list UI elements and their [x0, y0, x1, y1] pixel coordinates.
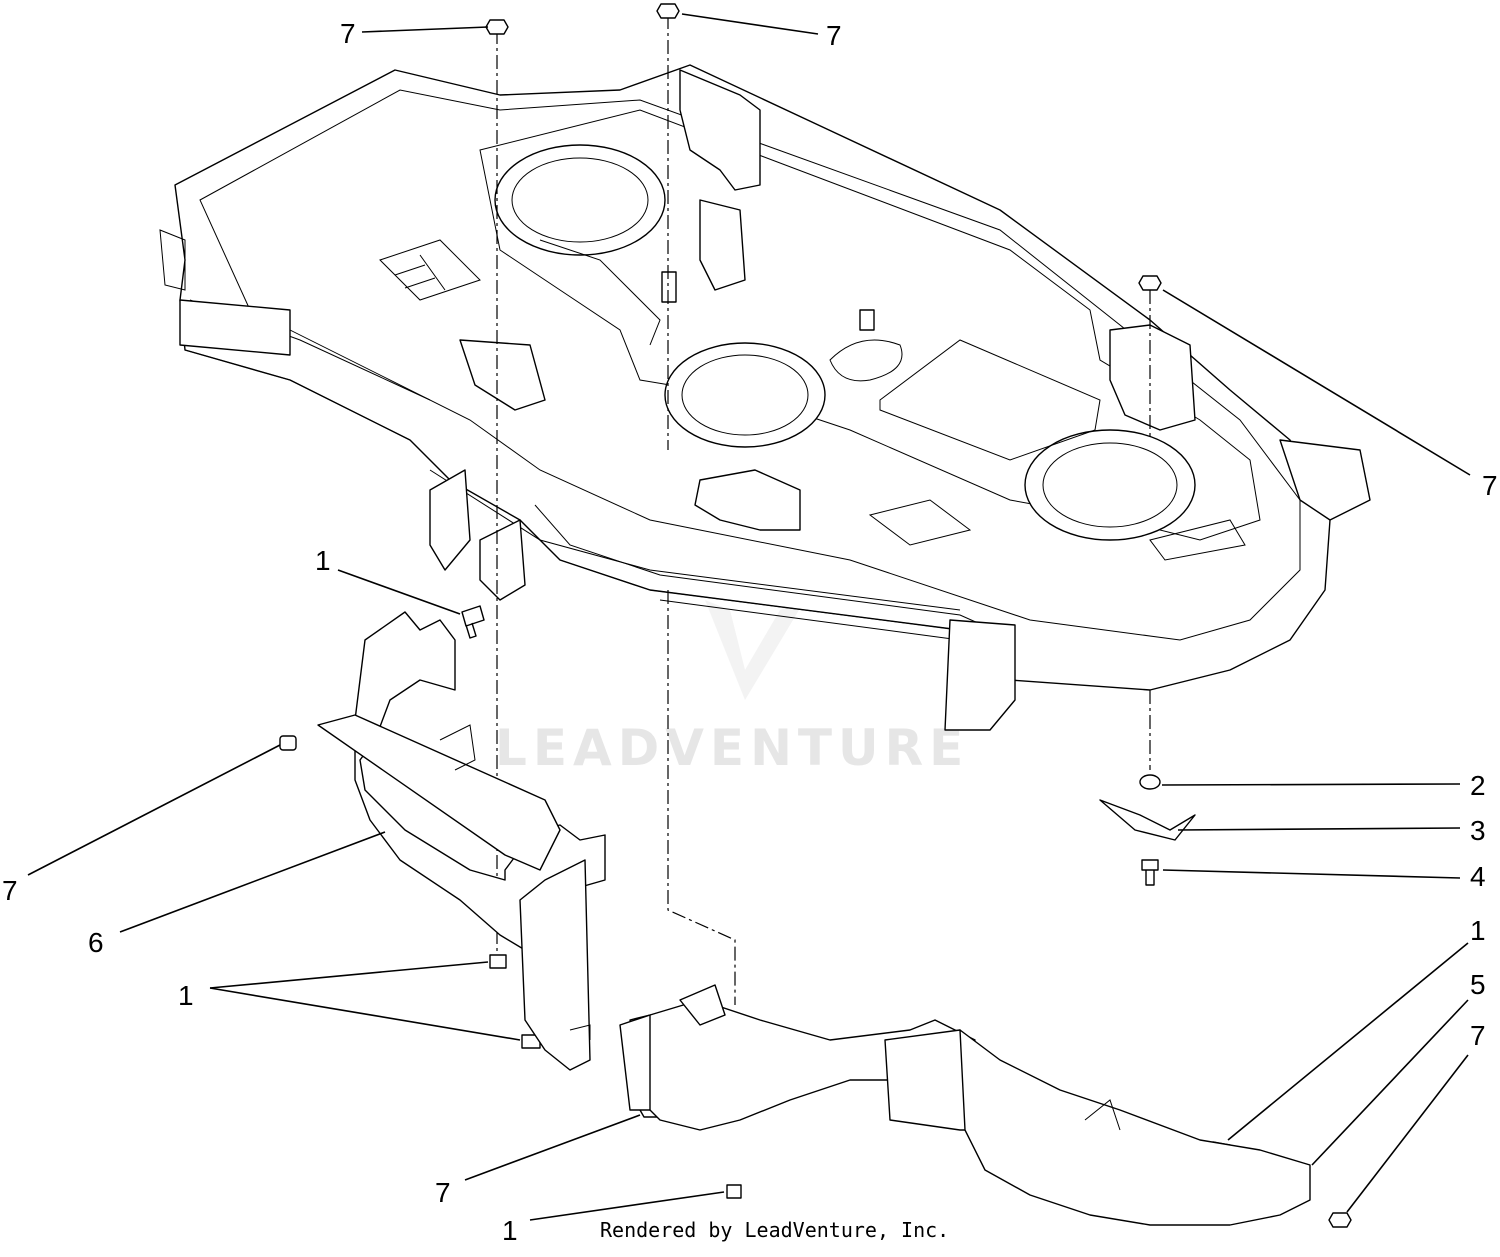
- nut-7-top-right-icon: [1138, 275, 1162, 291]
- callout-7-top-left: 7: [340, 18, 356, 49]
- callout-1-bottom: 1: [502, 1215, 518, 1246]
- blade-3-icon: [1099, 799, 1196, 841]
- callout-3: 3: [1470, 815, 1486, 846]
- callout-5: 5: [1470, 969, 1486, 1000]
- callout-1-left: 1: [178, 980, 194, 1011]
- nut-7-top-left-icon: [485, 19, 509, 35]
- callout-6: 6: [88, 927, 104, 958]
- callout-1-right: 1: [1470, 915, 1486, 946]
- washer-2-icon: [1139, 774, 1161, 790]
- callout-7-top-center: 7: [826, 20, 842, 51]
- callout-7-left: 7: [2, 875, 18, 906]
- leader-lines: [27, 13, 1471, 1221]
- baffle-assembly: [317, 611, 1311, 1226]
- callout-4: 4: [1470, 861, 1486, 892]
- callout-labels: 7 7 7 1 2 3 4 7 6 1 1 5 7 7 1: [2, 18, 1498, 1246]
- bolt-1-left-mid-icon: [521, 1034, 541, 1049]
- render-credit: Rendered by LeadVenture, Inc.: [600, 1218, 950, 1242]
- callout-7-far-right: 7: [1470, 1020, 1486, 1051]
- nut-7-top-center-icon: [656, 3, 680, 19]
- mower-deck: [159, 64, 1371, 731]
- bolt-1-upper-icon: [461, 605, 485, 639]
- callout-2: 2: [1470, 770, 1486, 801]
- nut-7-right-icon: [1328, 1212, 1352, 1228]
- spacer-7-left-icon: [279, 735, 297, 751]
- callout-7-right: 7: [1482, 470, 1498, 501]
- callout-7-bottom: 7: [435, 1177, 451, 1208]
- bolt-4-icon: [1141, 859, 1159, 886]
- callout-1-upper: 1: [315, 545, 331, 576]
- bolt-1-bottom-icon: [726, 1184, 742, 1199]
- watermark-text: LEADVENTURE: [495, 719, 969, 777]
- bolt-1-left-lower-icon: [489, 954, 507, 969]
